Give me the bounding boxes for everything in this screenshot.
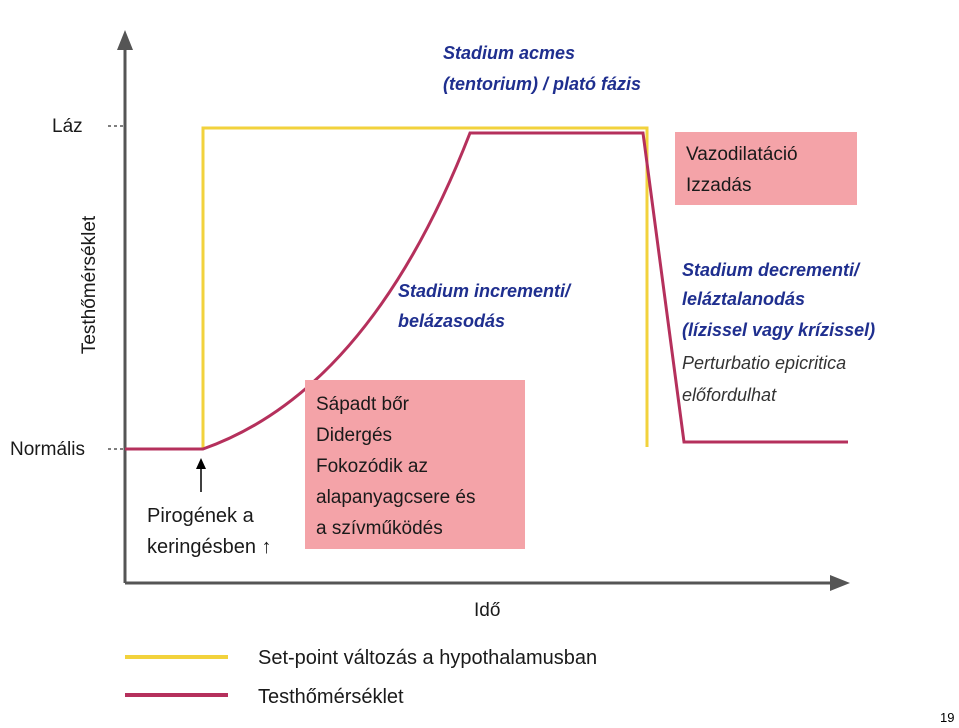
- y-axis-title: Testhőmérséklet: [79, 215, 100, 354]
- chills-line-5: a szívműködés: [316, 518, 443, 539]
- chills-box: [305, 380, 525, 549]
- temperature-curve: [125, 131, 848, 451]
- decrementi-note-line-1: Perturbatio epicritica: [682, 353, 846, 373]
- chills-line-2: Didergés: [316, 425, 392, 446]
- y-axis-arrow-icon: [117, 30, 133, 50]
- y-tick-low-label: Normális: [10, 439, 85, 460]
- phase-acmes-line-2: (tentorium) / plató fázis: [443, 74, 641, 94]
- vasodilation-line-1: Vazodilatáció: [686, 144, 798, 165]
- decrementi-note-line-2: előfordulhat: [682, 385, 777, 405]
- chills-line-3: Fokozódik az: [316, 456, 428, 477]
- phase-incrementi-line-2: belázasodás: [398, 311, 505, 331]
- y-tick-high-label: Láz: [52, 116, 83, 137]
- page-number: 19: [940, 710, 954, 725]
- pyrogen-line-2: keringésben ↑: [147, 536, 272, 558]
- x-axis-arrow-icon: [830, 575, 850, 591]
- legend-temperature-label: Testhőmérséklet: [258, 686, 404, 708]
- vasodilation-line-2: Izzadás: [686, 175, 751, 196]
- setpoint-curve: [201, 126, 649, 449]
- phase-decrementi-line-3: (lízissel vagy krízissel): [682, 320, 875, 340]
- phase-acmes-line-1: Stadium acmes: [443, 43, 575, 63]
- chills-line-1: Sápadt bőr: [316, 394, 410, 415]
- phase-incrementi-line-1: Stadium incrementi/: [398, 281, 572, 301]
- vasodilation-box: [675, 132, 857, 205]
- pyrogen-arrow-up-icon: [196, 458, 206, 469]
- x-axis-title: Idő: [474, 600, 500, 621]
- chills-line-4: alapanyagcsere és: [316, 487, 476, 508]
- phase-decrementi-line-1: Stadium decrementi/: [682, 260, 861, 280]
- pyrogen-line-1: Pirogének a: [147, 505, 255, 527]
- legend-setpoint-label: Set-point változás a hypothalamusban: [258, 647, 597, 669]
- phase-decrementi-line-2: leláztalanodás: [682, 289, 805, 309]
